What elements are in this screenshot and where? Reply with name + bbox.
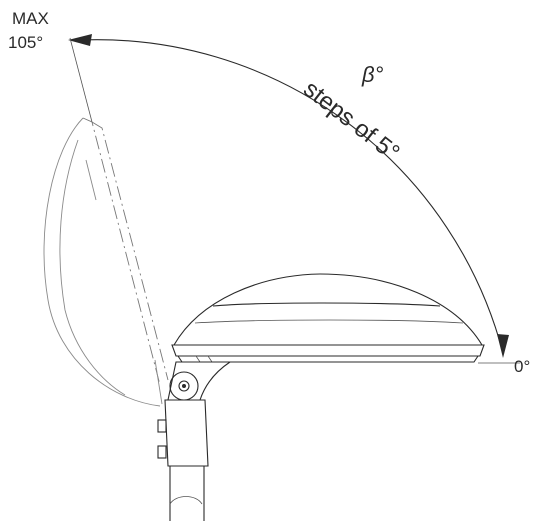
max-angle-label: 105°	[8, 33, 43, 52]
luminaire-zero-position	[171, 273, 485, 363]
pole	[169, 466, 205, 521]
zero-angle-label: 0°	[514, 357, 530, 376]
arc-arrow-zero	[497, 334, 509, 358]
arc-arrow-max	[68, 34, 92, 46]
tilt-angle-arc	[68, 34, 509, 358]
mounting-bracket	[157, 361, 232, 467]
steps-label: steps of 5°	[298, 75, 404, 166]
beta-label: β°	[361, 62, 384, 87]
max-label: MAX	[12, 9, 49, 28]
max-reference-line	[69, 37, 93, 123]
luminaire-max-position	[43, 117, 169, 407]
